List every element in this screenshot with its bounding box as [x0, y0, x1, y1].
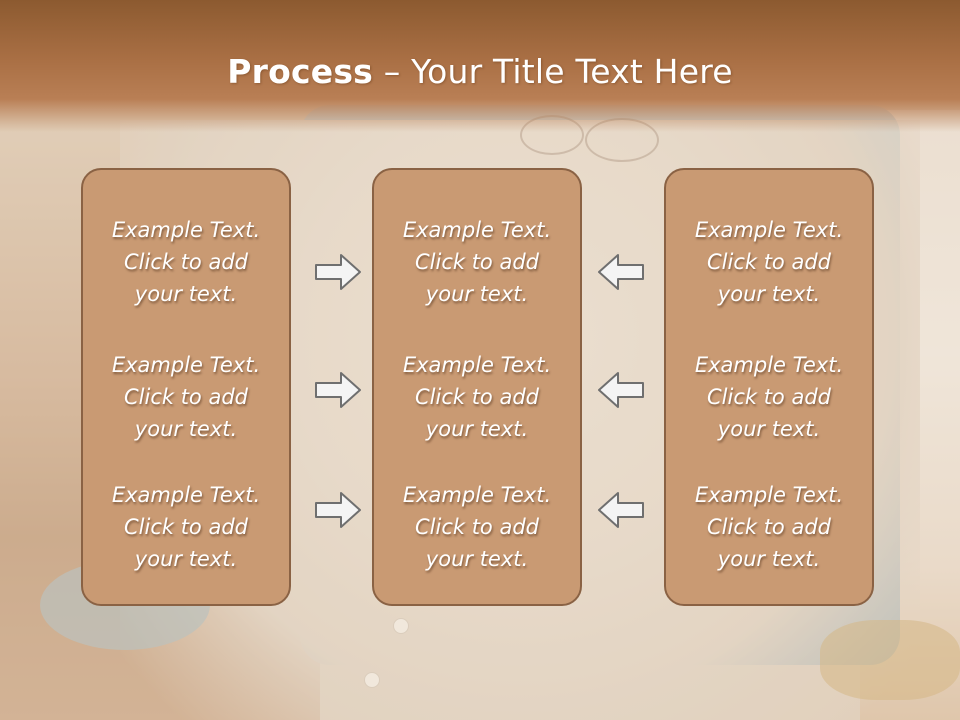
- text-line: Click to add: [414, 250, 539, 274]
- arrow-left-icon: [597, 370, 645, 410]
- arrow-right-icon: [314, 490, 362, 530]
- text-line: your text.: [717, 417, 821, 441]
- text-line: Example Text.: [402, 483, 552, 507]
- text-line: your text.: [425, 417, 529, 441]
- text-line: Example Text.: [694, 353, 844, 377]
- text-line: Click to add: [123, 385, 248, 409]
- text-line: Example Text.: [694, 483, 844, 507]
- arrow-left-icon: [597, 252, 645, 292]
- text-box-center[interactable]: Example Text. Click to add your text. Ex…: [372, 168, 582, 606]
- text-item[interactable]: Example Text. Click to add your text.: [666, 214, 872, 310]
- arrow-right-icon: [314, 370, 362, 410]
- text-item[interactable]: Example Text. Click to add your text.: [83, 214, 289, 310]
- slide-title[interactable]: Process – Your Title Text Here: [0, 52, 960, 91]
- text-line: your text.: [134, 417, 238, 441]
- text-line: Click to add: [414, 515, 539, 539]
- text-item[interactable]: Example Text. Click to add your text.: [666, 349, 872, 445]
- text-box-left[interactable]: Example Text. Click to add your text. Ex…: [81, 168, 291, 606]
- arrow-right-icon: [314, 252, 362, 292]
- text-line: Click to add: [706, 515, 831, 539]
- text-line: Example Text.: [111, 483, 261, 507]
- text-box-right[interactable]: Example Text. Click to add your text. Ex…: [664, 168, 874, 606]
- arrow-left-icon: [597, 490, 645, 530]
- text-item[interactable]: Example Text. Click to add your text.: [374, 214, 580, 310]
- text-line: your text.: [134, 282, 238, 306]
- text-item[interactable]: Example Text. Click to add your text.: [374, 349, 580, 445]
- text-line: Example Text.: [694, 218, 844, 242]
- text-line: your text.: [717, 547, 821, 571]
- text-line: Example Text.: [402, 353, 552, 377]
- text-line: Click to add: [706, 250, 831, 274]
- title-rest: – Your Title Text Here: [373, 52, 733, 91]
- text-line: Click to add: [123, 515, 248, 539]
- text-item[interactable]: Example Text. Click to add your text.: [666, 479, 872, 575]
- text-item[interactable]: Example Text. Click to add your text.: [374, 479, 580, 575]
- text-item[interactable]: Example Text. Click to add your text.: [83, 479, 289, 575]
- text-line: Example Text.: [402, 218, 552, 242]
- text-line: Example Text.: [111, 353, 261, 377]
- title-band: [0, 0, 960, 132]
- title-bold: Process: [227, 52, 374, 91]
- text-line: Click to add: [414, 385, 539, 409]
- text-line: your text.: [134, 547, 238, 571]
- text-line: your text.: [717, 282, 821, 306]
- text-line: Click to add: [123, 250, 248, 274]
- text-line: your text.: [425, 547, 529, 571]
- text-line: Example Text.: [111, 218, 261, 242]
- text-line: Click to add: [706, 385, 831, 409]
- text-item[interactable]: Example Text. Click to add your text.: [83, 349, 289, 445]
- text-line: your text.: [425, 282, 529, 306]
